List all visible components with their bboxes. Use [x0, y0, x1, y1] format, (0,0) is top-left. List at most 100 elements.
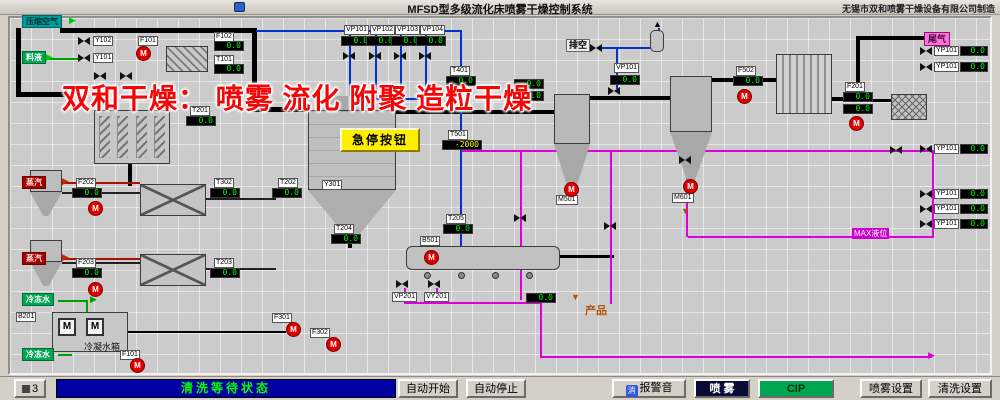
equipment-tag-t501: T501 [448, 130, 468, 140]
valve-icon[interactable] [920, 220, 932, 229]
pipe [252, 28, 257, 112]
fluid-bed-wheel [492, 272, 499, 279]
pipe [858, 36, 926, 40]
value-display: 0.0 [733, 76, 763, 86]
pipe [856, 36, 860, 100]
pipe [44, 58, 78, 60]
diagram-label: 尾气 [924, 32, 951, 46]
flow-label: 冷冻水 [22, 348, 54, 361]
flow-arrow-right: ▶ [46, 52, 53, 62]
flow-label: 蒸汽 [22, 176, 46, 189]
mute-alarm-button[interactable]: 消报警音 [612, 379, 686, 398]
value-display: 0.0 [331, 234, 361, 244]
pump-icon[interactable]: M [88, 201, 103, 216]
pump-icon[interactable]: M [326, 337, 341, 352]
pipe [58, 300, 88, 302]
valve-icon[interactable] [604, 222, 616, 231]
valve-icon[interactable] [679, 156, 691, 165]
bottom-toolbar: 3 清洗等待状态 自动开始 自动停止 消报警音 喷 雾 CIP 喷雾设置 清洗设… [0, 376, 1000, 400]
pump-icon[interactable]: M [737, 89, 752, 104]
equipment-tag-f101: F101 [120, 350, 140, 360]
spray-button[interactable]: 喷 雾 [694, 379, 750, 398]
mute-alarm-icon: 消 [625, 385, 638, 397]
valve-icon[interactable] [890, 146, 902, 155]
pipe [404, 302, 542, 304]
bag-filter-vessel [94, 110, 170, 164]
valve-icon[interactable] [419, 52, 431, 61]
pump-icon[interactable]: M [286, 322, 301, 337]
heat-exchanger-1 [140, 184, 206, 216]
valve-icon[interactable] [78, 54, 90, 63]
equipment-tag-t302: T302 [214, 178, 234, 188]
valve-icon[interactable] [920, 47, 932, 56]
valve-icon[interactable] [394, 52, 406, 61]
vent-vessel [650, 30, 664, 52]
valve-icon[interactable] [608, 87, 620, 96]
emergency-stop-button[interactable]: 急停按钮 [340, 128, 420, 152]
value-display: 0.0 [960, 219, 988, 229]
cip-button[interactable]: CIP [758, 379, 834, 398]
valve-icon[interactable] [343, 52, 355, 61]
fluid-bed-wheel [424, 272, 431, 279]
equipment-tag-vp103: VP103 [395, 25, 421, 35]
pump-icon[interactable]: M [136, 46, 151, 61]
pipe [556, 255, 614, 258]
valve-icon[interactable] [369, 52, 381, 61]
equipment-tag-t205: T205 [446, 214, 466, 224]
flow-arrow-right: ▶ [62, 176, 69, 186]
valve-icon[interactable] [428, 280, 440, 289]
equipment-tag-m601: M601 [672, 193, 694, 203]
pump-icon[interactable]: M [564, 182, 579, 197]
value-display: 0.0 [214, 41, 244, 51]
pipe [932, 152, 934, 238]
pump-icon[interactable]: M [88, 282, 103, 297]
pump-icon[interactable]: M [683, 179, 698, 194]
spray-dryer-top-cap [320, 96, 384, 111]
flow-arrow-up: ▲ [653, 19, 662, 29]
valve-icon[interactable] [514, 214, 526, 223]
page-icon [21, 384, 30, 393]
valve-icon[interactable] [920, 145, 932, 154]
equipment-tag-vy201: VY201 [424, 292, 450, 302]
valve-icon[interactable] [920, 205, 932, 214]
pump-icon[interactable]: M [130, 358, 145, 373]
equipment-tag-vp104: VP104 [420, 25, 446, 35]
auto-stop-button[interactable]: 自动停止 [466, 379, 526, 398]
equipment-tag-yp101: YP101 [934, 62, 960, 72]
auto-start-button[interactable]: 自动开始 [398, 379, 458, 398]
equipment-tag-t204: T204 [334, 224, 354, 234]
valve-icon[interactable] [120, 72, 132, 81]
manufacturer-label: 无锡市双和喷雾干燥设备有限公司制造 [841, 4, 995, 14]
equipment-tag-b201: B201 [16, 312, 37, 322]
value-display: 0.0 [960, 62, 988, 72]
valve-icon[interactable] [920, 190, 932, 199]
equipment-tag-y101: Y101 [93, 53, 114, 63]
condenser-vessel [776, 54, 832, 114]
valve-icon[interactable] [590, 44, 602, 53]
value-display: 0.0 [210, 188, 240, 198]
spray-settings-button[interactable]: 喷雾设置 [860, 379, 922, 398]
pipe [860, 99, 891, 102]
valve-icon[interactable] [396, 280, 408, 289]
pipe [425, 32, 427, 98]
pipe [688, 236, 934, 238]
flow-arrow-right: ▶ [928, 350, 935, 360]
pump-icon[interactable]: M [849, 116, 864, 131]
pump-icon[interactable]: M [424, 250, 439, 265]
valve-icon[interactable] [78, 37, 90, 46]
pipe [387, 100, 389, 110]
valve-icon[interactable] [94, 72, 106, 81]
flow-arrow-down: ▼ [571, 292, 580, 302]
pipe [60, 28, 256, 33]
value-display: 0.0 [210, 268, 240, 278]
pipe [375, 32, 377, 98]
pipe [394, 110, 556, 114]
equipment-tag-vp102: VP102 [370, 25, 396, 35]
equipment-tag-f202: F202 [76, 178, 96, 188]
pipe [540, 356, 932, 358]
equipment-tag-t401: T401 [450, 66, 470, 76]
valve-icon[interactable] [920, 63, 932, 72]
clean-settings-button[interactable]: 清洗设置 [928, 379, 992, 398]
flow-label: 蒸汽 [22, 252, 46, 265]
page-indicator-button[interactable]: 3 [14, 379, 46, 398]
